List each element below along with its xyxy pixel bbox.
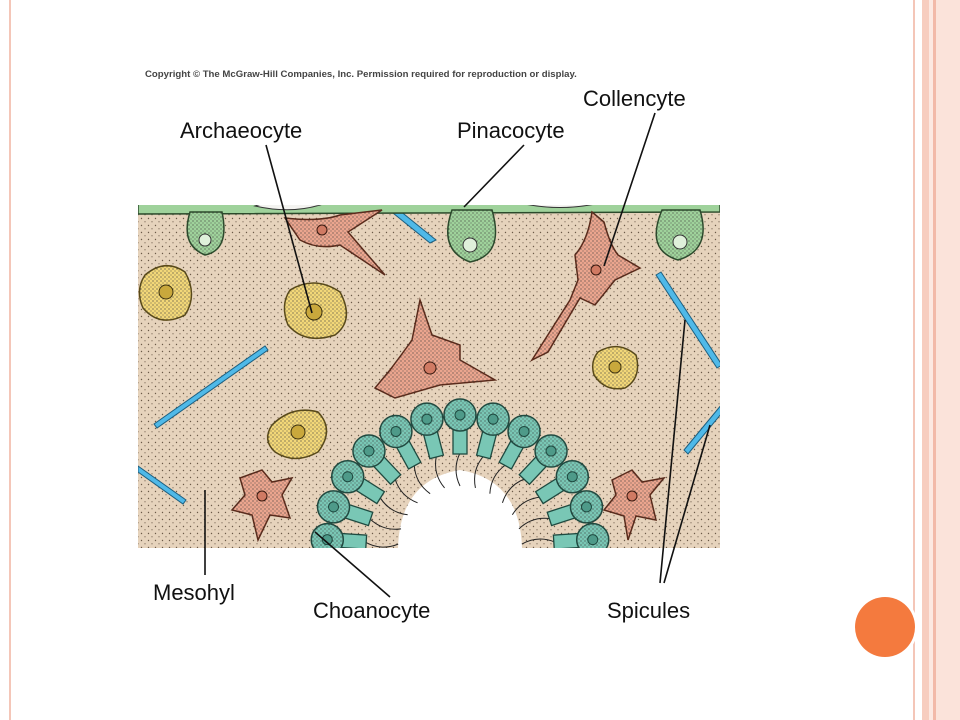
- choanocyte-cell: [352, 434, 418, 504]
- label-pinacocyte: Pinacocyte: [457, 118, 565, 143]
- archaeocyte-leader: [265, 144, 313, 314]
- label-spicules: Spicules: [607, 598, 691, 623]
- spicules: [138, 205, 720, 505]
- spicules-leader-1: [659, 319, 686, 584]
- right-decorative-band: [922, 0, 960, 720]
- pinacocyte-leader: [463, 144, 525, 208]
- choanocyte-cell: [518, 490, 604, 530]
- spicule: [655, 271, 720, 369]
- spicule: [382, 205, 437, 244]
- collencyte-leader: [603, 112, 656, 267]
- leader-lines: [204, 112, 711, 598]
- label-collencyte: Collencyte: [583, 86, 686, 111]
- choanocyte-cell: [443, 398, 477, 487]
- choanocyte-leader: [314, 531, 391, 598]
- choanocyte-cells: [310, 398, 610, 548]
- label-archaeocyte: Archaeocyte: [180, 118, 303, 143]
- archaeocyte-cells: [138, 265, 639, 460]
- choanocyte-cell: [489, 414, 541, 494]
- orange-accent-circle: [855, 597, 915, 657]
- label-choanocyte: Choanocyte: [313, 598, 431, 623]
- collencyte-cells: [230, 209, 666, 543]
- copyright-notice: Copyright © The McGraw-Hill Companies, I…: [145, 69, 577, 80]
- spicules-leader-2: [663, 424, 711, 584]
- label-mesohyl: Mesohyl: [153, 580, 235, 605]
- slide-border: [9, 0, 915, 720]
- choanocyte-cell: [521, 522, 610, 548]
- choanocyte-cell: [511, 459, 590, 516]
- choanocyte-cell: [330, 459, 408, 516]
- choanocyte-cell: [501, 434, 568, 503]
- choanocyte-chamber: [310, 398, 610, 548]
- spicule: [153, 345, 269, 429]
- spicule: [138, 465, 187, 505]
- choanocyte-cell: [379, 414, 431, 495]
- choanocyte-cell: [410, 402, 445, 489]
- choanocyte-cell: [474, 402, 510, 489]
- choanocyte-cell: [310, 522, 399, 548]
- spicule: [683, 405, 720, 455]
- choanocyte-cell: [316, 490, 402, 530]
